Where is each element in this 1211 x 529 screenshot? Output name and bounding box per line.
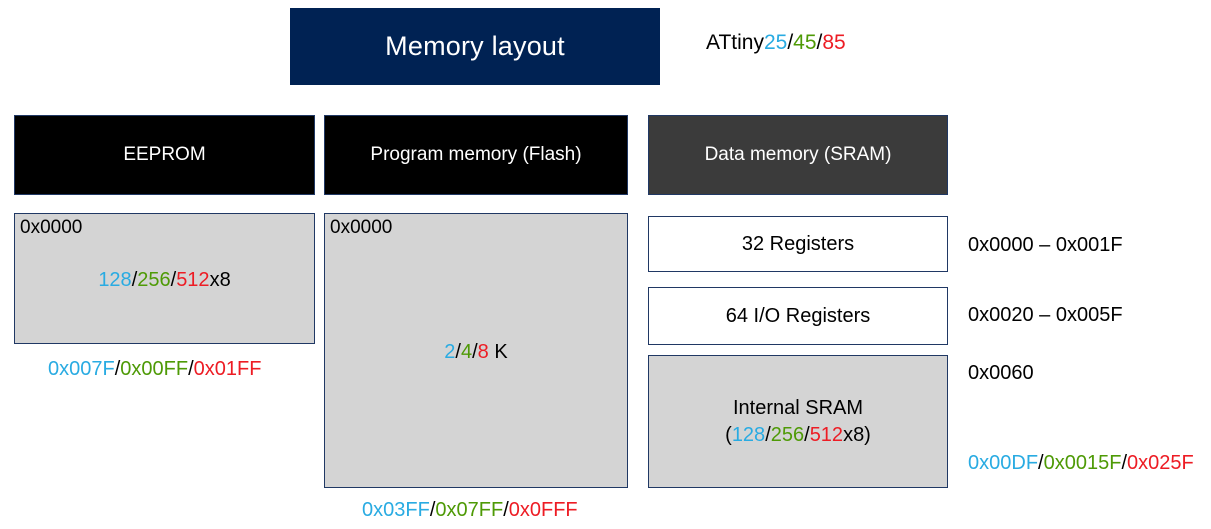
- flash-start-address: 0x0000: [330, 217, 393, 238]
- sram-header-label: Data memory (SRAM): [704, 144, 892, 165]
- flash-end-green: 0x07FF: [435, 499, 504, 521]
- sram-size-open: (: [725, 423, 732, 446]
- sram-size-green: 256: [770, 423, 805, 446]
- sram-section-internal-sram: Internal SRAM (128/256/512x8): [648, 355, 948, 488]
- flash-end-blue: 0x03FF: [362, 499, 430, 521]
- flash-size-green: 4: [460, 341, 473, 363]
- sram-size-red: 512: [809, 423, 844, 446]
- sram-internal-start-address: 0x0060: [968, 362, 1034, 384]
- eeprom-header-label: EEPROM: [123, 144, 206, 165]
- sram-internal-size-label: (128/256/512x8): [725, 422, 871, 449]
- sram-end-red: 0x025F: [1127, 452, 1194, 474]
- flash-size-red: 8: [477, 341, 489, 363]
- device-prefix: ATtiny: [706, 31, 764, 54]
- eeprom-end-address: 0x007F/0x00FF/0x01FF: [48, 358, 261, 381]
- page-title: Memory layout: [385, 31, 565, 61]
- flash-end-address: 0x03FF/0x07FF/0x0FFF: [362, 499, 578, 522]
- device-variant-45: 45: [793, 31, 817, 54]
- eeprom-end-sep-1: /: [114, 358, 121, 380]
- flash-size-suffix: K: [488, 341, 508, 363]
- sram-size-blue: 128: [731, 423, 766, 446]
- eeprom-block: 0x0000 128/256/512x8: [14, 213, 315, 344]
- sram-end-green: 0x0015F: [1043, 452, 1122, 474]
- flash-size-blue: 2: [444, 341, 456, 363]
- eeprom-end-sep-2: /: [188, 358, 194, 380]
- sram-section-registers: 32 Registers: [648, 216, 948, 272]
- flash-header-label: Program memory (Flash): [370, 144, 582, 165]
- eeprom-size-red: 512: [176, 269, 210, 291]
- sram-end-sep-1: /: [1038, 452, 1044, 474]
- device-variant-25: 25: [763, 31, 788, 54]
- eeprom-size-blue: 128: [98, 269, 132, 291]
- flash-block: 0x0000 2/4/8 K: [324, 213, 628, 488]
- eeprom-end-blue: 0x007F: [48, 358, 115, 380]
- sram-registers-label: 32 Registers: [741, 232, 855, 255]
- sram-end-sep-2: /: [1121, 452, 1127, 474]
- sram-end-blue: 0x00DF: [968, 452, 1039, 474]
- device-sep-2: /: [816, 31, 823, 54]
- sram-section-io-registers: 64 I/O Registers: [648, 287, 948, 345]
- eeprom-size-sep-2: /: [170, 269, 177, 291]
- sram-io-registers-label: 64 I/O Registers: [725, 304, 871, 327]
- sram-size-sep-2: /: [804, 423, 810, 446]
- eeprom-end-red: 0x01FF: [193, 358, 262, 380]
- flash-end-sep-2: /: [503, 499, 509, 521]
- flash-end-sep-1: /: [429, 499, 436, 521]
- title-banner: Memory layout: [290, 8, 660, 85]
- sram-size-close: x8): [843, 423, 871, 446]
- eeprom-size-suffix: x8: [209, 269, 231, 291]
- flash-end-red: 0x0FFF: [508, 499, 578, 521]
- eeprom-size-label: 128/256/512x8: [15, 269, 314, 292]
- eeprom-start-address: 0x0000: [20, 217, 83, 238]
- eeprom-end-green: 0x00FF: [120, 358, 189, 380]
- sram-io-registers-address: 0x0020 – 0x005F: [968, 304, 1123, 326]
- flash-size-sep-2: /: [472, 341, 478, 363]
- device-variants-label: ATtiny25/45/85: [706, 31, 846, 55]
- device-variant-85: 85: [822, 31, 846, 54]
- sram-internal-label: Internal SRAM: [732, 396, 864, 419]
- eeprom-size-sep-1: /: [131, 269, 138, 291]
- device-sep-1: /: [787, 31, 794, 54]
- eeprom-header: EEPROM: [14, 115, 315, 195]
- eeprom-size-green: 256: [137, 269, 171, 291]
- flash-size-label: 2/4/8 K: [325, 341, 627, 364]
- sram-registers-address: 0x0000 – 0x001F: [968, 234, 1123, 256]
- sram-end-address: 0x00DF/0x0015F/0x025F: [968, 452, 1194, 475]
- sram-size-sep-1: /: [765, 423, 771, 446]
- flash-header: Program memory (Flash): [324, 115, 628, 195]
- sram-header: Data memory (SRAM): [648, 115, 948, 195]
- flash-size-sep-1: /: [455, 341, 461, 363]
